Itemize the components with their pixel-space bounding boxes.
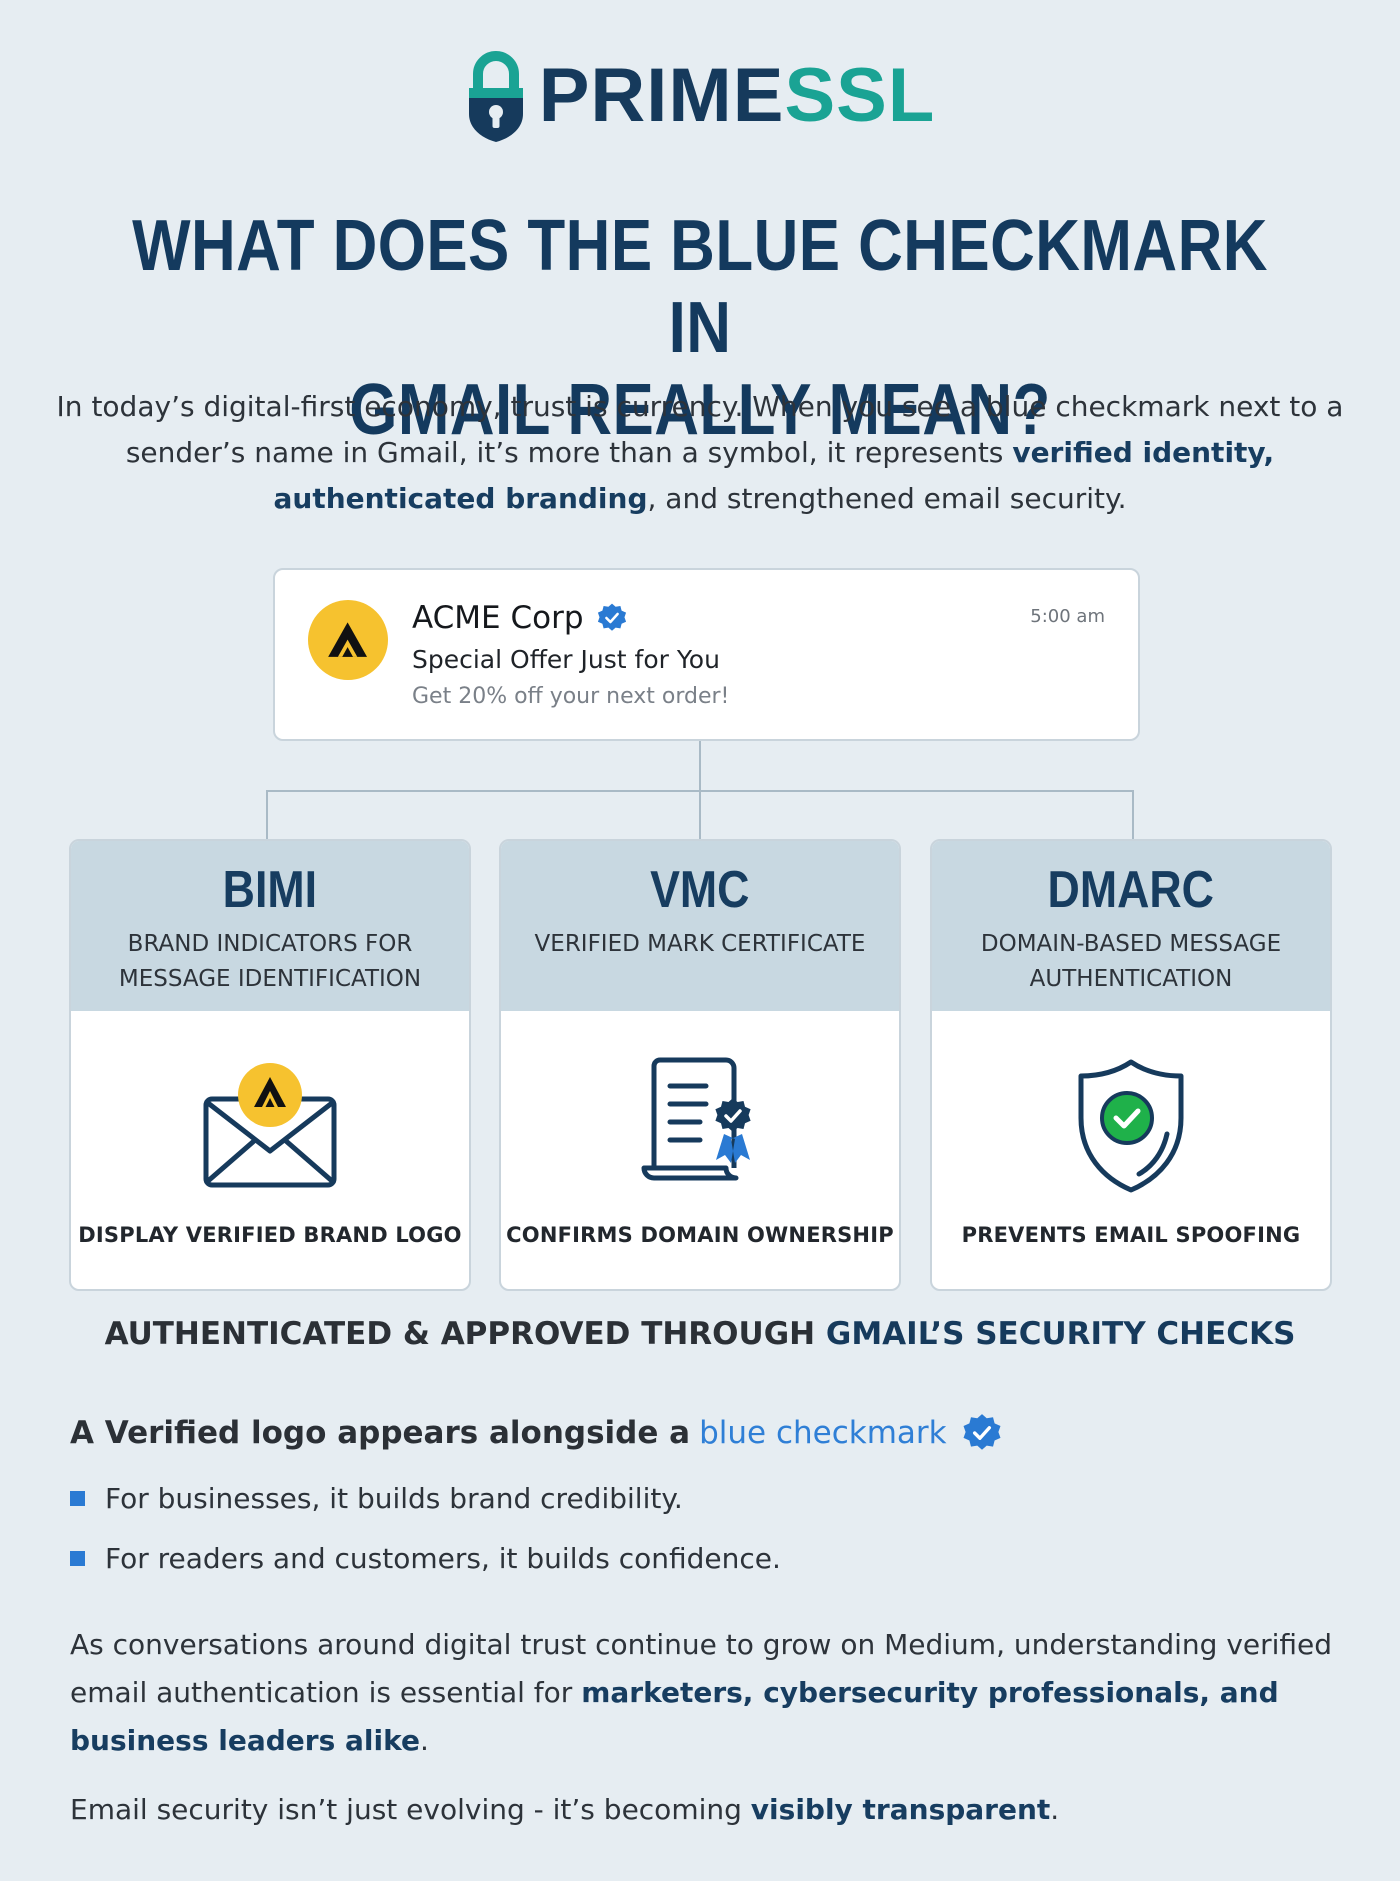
email-time: 5:00 am <box>1030 606 1105 627</box>
column-subtitle: Domain-based Message Authentication <box>980 931 1282 992</box>
auth-statement: AUTHENTICATED & APPROVED THROUGH GMAIL’S… <box>104 1316 1296 1352</box>
envelope-with-logo-icon <box>203 1063 337 1188</box>
padlock-icon <box>468 51 523 142</box>
list-item: For businesses, it builds brand credibil… <box>70 1478 781 1518</box>
shield-check-icon <box>1078 1059 1184 1193</box>
brand-logo: PRIMESSL <box>0 48 1400 144</box>
column-dmarc: DMARC Domain-based Message Authenticatio… <box>930 839 1332 1291</box>
bullet-marker <box>70 1490 85 1506</box>
column-header: BIMI Brand Indicators for Message Identi… <box>71 841 469 1011</box>
intro-paragraph: In today’s digital-first economy, trust … <box>56 390 1344 515</box>
sender-name-row: ACME Corp <box>412 600 628 636</box>
intro-highlight: verified identity, authenticated brandin… <box>273 436 1275 515</box>
paragraph-highlight: marketers, cybersecurity professionals, … <box>70 1676 1279 1757</box>
column-header: VMC Verified Mark Certificate <box>501 841 899 1011</box>
bullet-marker <box>70 1550 85 1566</box>
sender-name: ACME Corp <box>412 600 584 636</box>
column-abbr: BIMI <box>222 861 318 919</box>
column-bimi: BIMI Brand Indicators for Message Identi… <box>69 839 471 1291</box>
brand-wordmark: PRIMESSL <box>538 53 936 138</box>
acme-logo-icon <box>328 622 368 658</box>
column-abbr: DMARC <box>1047 861 1215 919</box>
verified-badge-icon <box>597 603 626 631</box>
column-footer: DISPLAY VERIFIED BRAND LOGO <box>78 1223 462 1247</box>
auth-highlight: GMAIL’S SECURITY CHECKS <box>825 1316 1296 1352</box>
connector-lines <box>266 741 1134 839</box>
column-icon-wrap <box>71 1051 469 1201</box>
benefit-list: For businesses, it builds brand credibil… <box>70 1478 781 1598</box>
certificate-document-icon <box>641 1057 751 1181</box>
email-preview-card[interactable]: ACME Corp Special Offer Just for You Get… <box>273 568 1140 741</box>
verified-logo-statement: A Verified logo appears alongside a blue… <box>70 1412 1003 1454</box>
verified-badge-icon <box>963 1414 1001 1450</box>
email-subject: Special Offer Just for You <box>412 645 720 674</box>
column-icon-wrap <box>932 1051 1330 1201</box>
column-header: DMARC Domain-based Message Authenticatio… <box>932 841 1330 1011</box>
title-line-1: WHAT DOES THE BLUE CHECKMARK IN <box>132 206 1268 368</box>
statement-highlight: visibly transparent <box>750 1793 1051 1826</box>
column-vmc: VMC Verified Mark Certificate CONFIRMS D… <box>499 839 901 1291</box>
closing-paragraph: As conversations around digital trust co… <box>70 1628 1333 1757</box>
column-footer: PREVENTS EMAIL SPOOFING <box>961 1223 1301 1247</box>
sender-avatar <box>308 600 388 680</box>
column-subtitle: Verified Mark Certificate <box>534 931 866 957</box>
column-subtitle: Brand Indicators for Message Identificat… <box>118 931 422 992</box>
page-title: WHAT DOES THE BLUE CHECKMARK IN GMAIL RE… <box>98 205 1302 451</box>
final-statement: Email security isn’t just evolving - it’… <box>70 1793 1060 1826</box>
blue-checkmark-text: blue checkmark <box>699 1415 947 1451</box>
column-footer: CONFIRMS DOMAIN OWNERSHIP <box>506 1223 894 1247</box>
email-preview-text: Get 20% off your next order! <box>412 684 730 709</box>
list-item: For readers and customers, it builds con… <box>70 1538 781 1578</box>
column-icon-wrap <box>501 1051 899 1201</box>
column-abbr: VMC <box>650 861 750 919</box>
title-line-2: GMAIL REALLY MEAN? <box>349 370 1051 450</box>
